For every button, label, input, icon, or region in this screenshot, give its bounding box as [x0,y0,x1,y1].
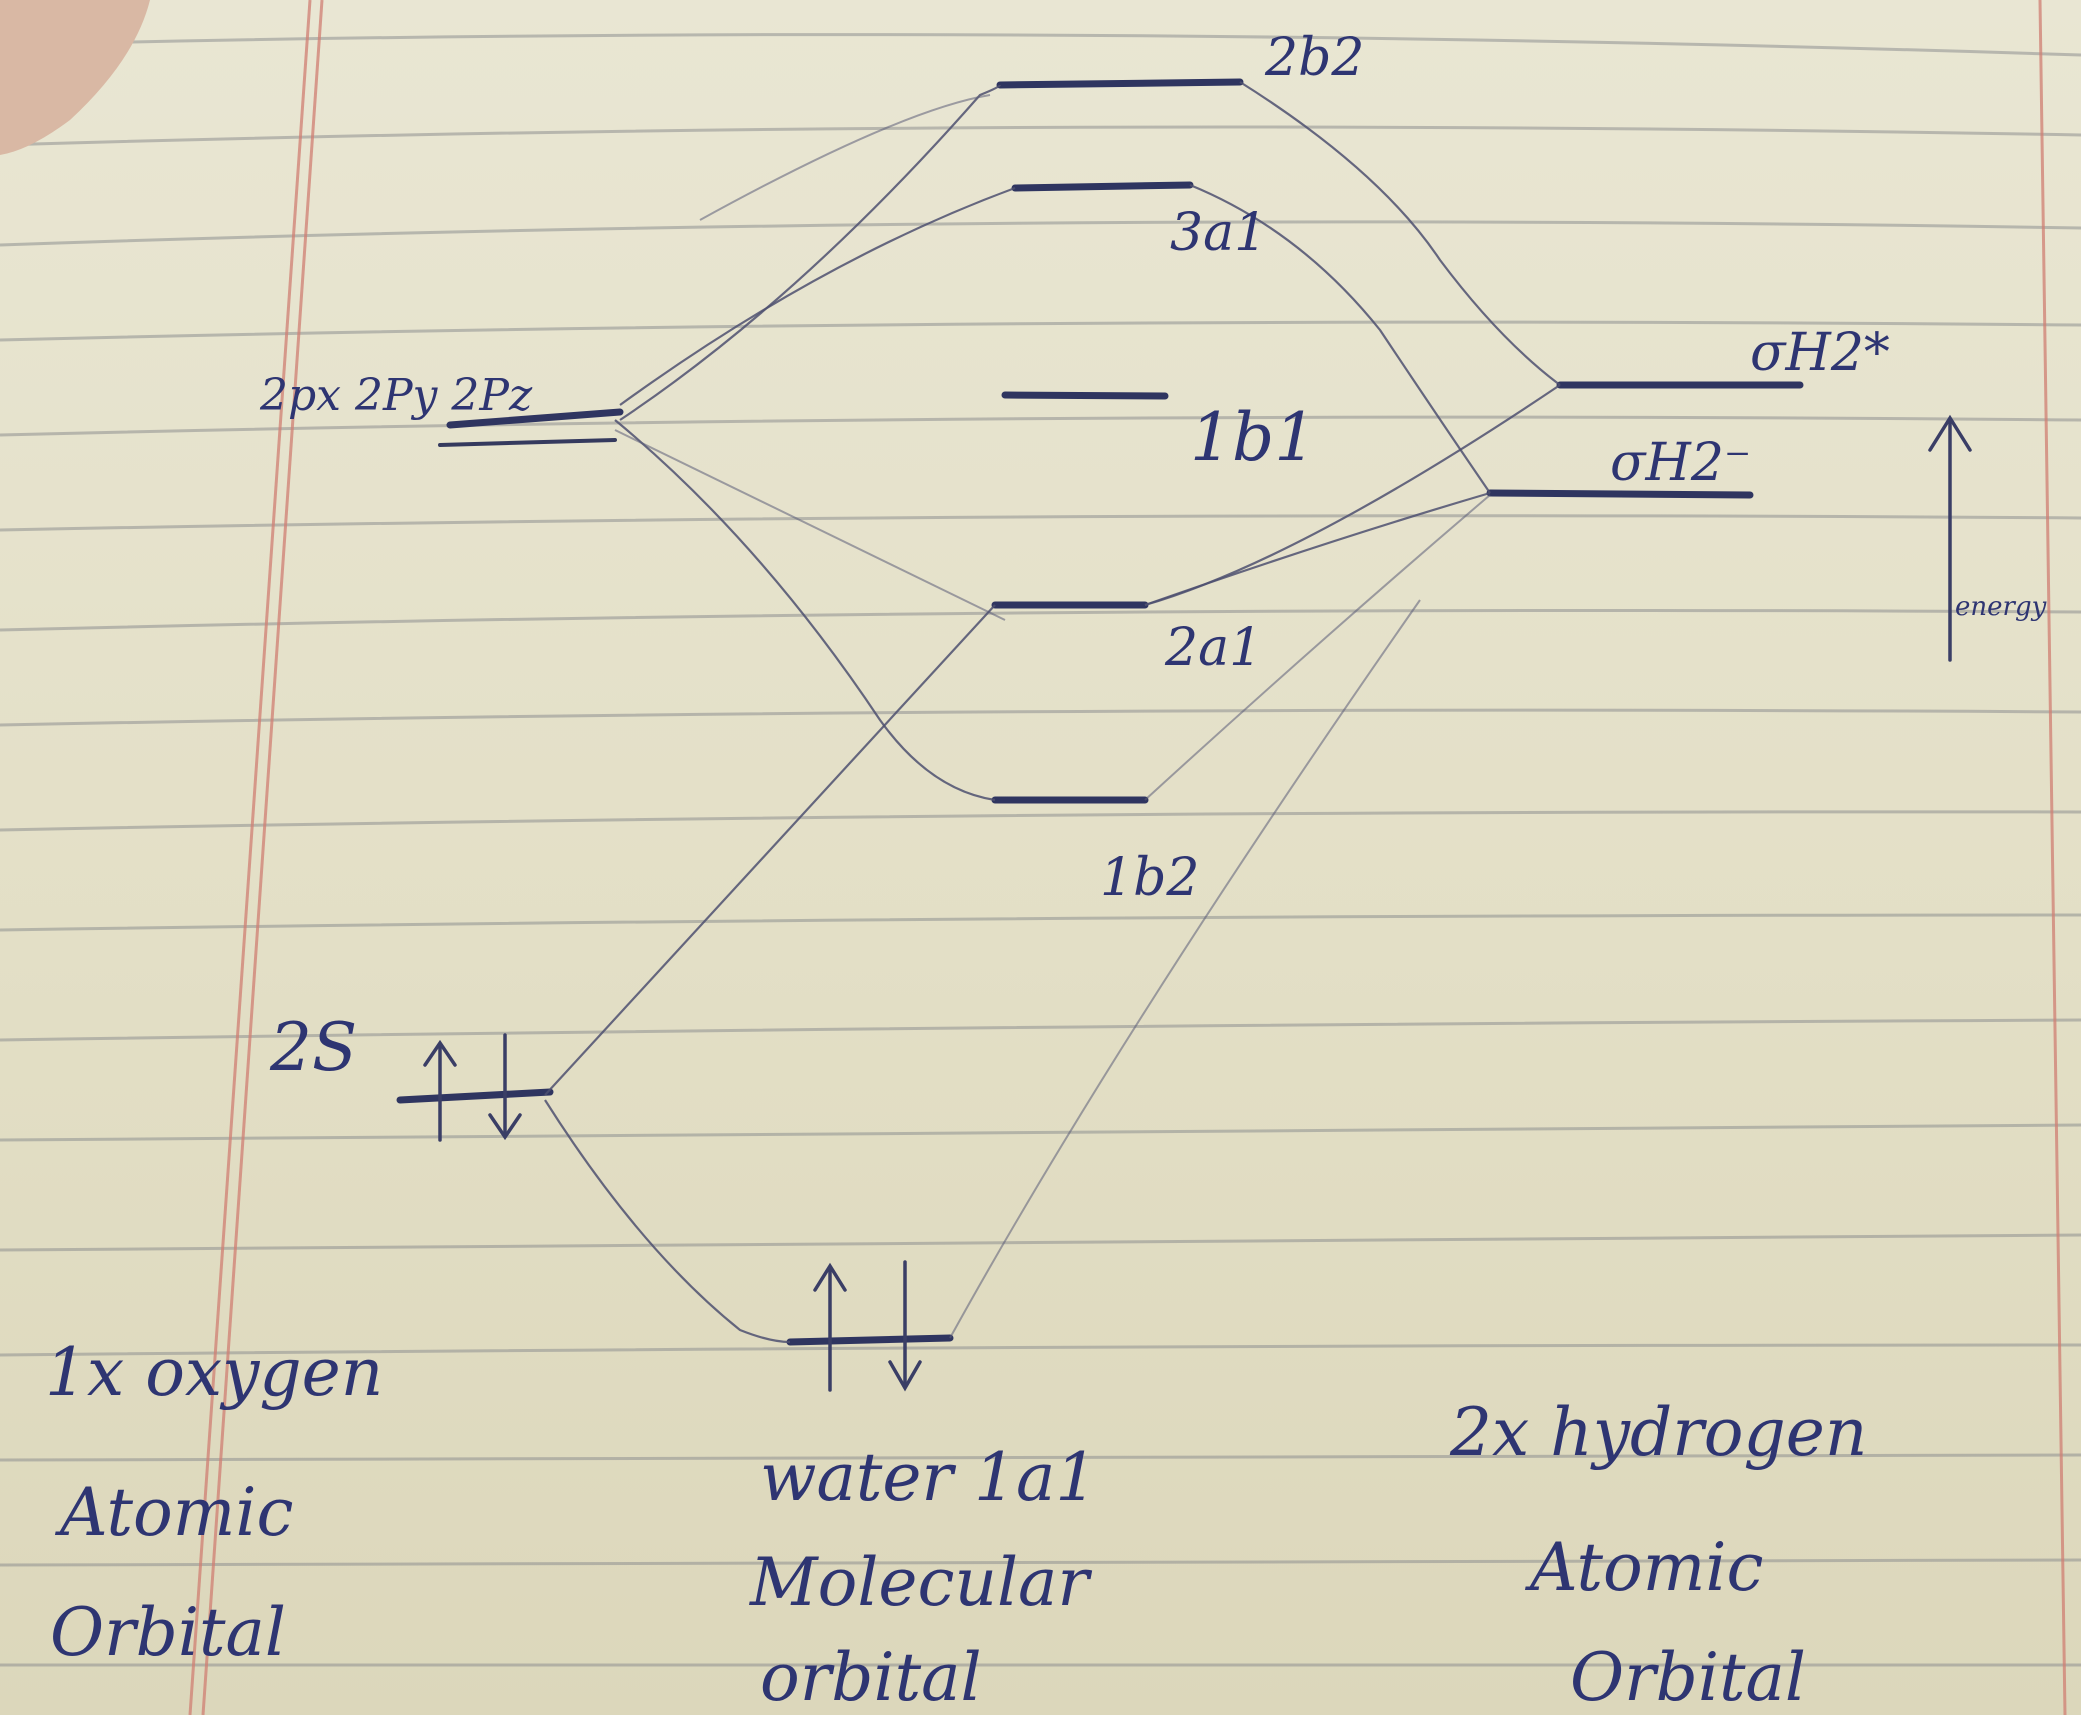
label-sigma: σH2⁻ [1610,433,1751,493]
caption-middle-line-1: water 1a1 [760,1439,1097,1516]
caption-middle-line-3: orbital [760,1639,982,1715]
caption-left: 1x oxygen Atomic Orbital [45,1334,383,1671]
margin-line-right [201,0,324,1715]
label-3a1: 3a1 [1170,203,1267,263]
caption-left-line-3: Orbital [50,1594,286,1671]
level-1b1 [1001,391,1169,400]
margin-line-page-right [2038,0,2067,1715]
correlation-lines [544,81,1561,1344]
caption-right-line-2: Atomic [1524,1529,1763,1606]
level-3a1 [1011,181,1194,192]
label-1b1: 1b1 [1190,399,1316,476]
caption-left-line-2: Atomic [54,1474,293,1551]
level-2p-lower [438,438,617,447]
level-2p-upper [446,408,624,429]
level-1a1 [786,1334,954,1346]
label-2p-orbitals: 2px 2Py 2Pz [259,370,533,421]
caption-left-line-1: 1x oxygen [45,1334,383,1411]
caption-right-line-1: 2x hydrogen [1449,1394,1867,1471]
level-2s [396,1088,554,1104]
margin-line-left [188,0,312,1715]
caption-middle-line-2: Molecular [749,1544,1092,1621]
label-2b2: 2b2 [1264,28,1364,88]
label-2a1: 2a1 [1164,618,1262,678]
label-1b2: 1b2 [1100,848,1199,908]
level-sigma [1486,489,1754,499]
level-2b2 [996,78,1244,89]
thumb [0,0,150,155]
caption-middle: water 1a1 Molecular orbital [749,1439,1097,1715]
label-sigma-star: σH2* [1750,323,1890,383]
label-2s: 2S [269,1009,357,1086]
caption-right: 2x hydrogen Atomic Orbital [1449,1394,1867,1715]
ruled-lines [0,33,2081,1667]
electron-pair-1a1 [813,1260,922,1392]
electron-pair-2s [423,1033,522,1142]
energy-axis [1928,414,1972,662]
caption-right-line-3: Orbital [1570,1639,1806,1715]
label-energy: energy [1955,592,2047,622]
